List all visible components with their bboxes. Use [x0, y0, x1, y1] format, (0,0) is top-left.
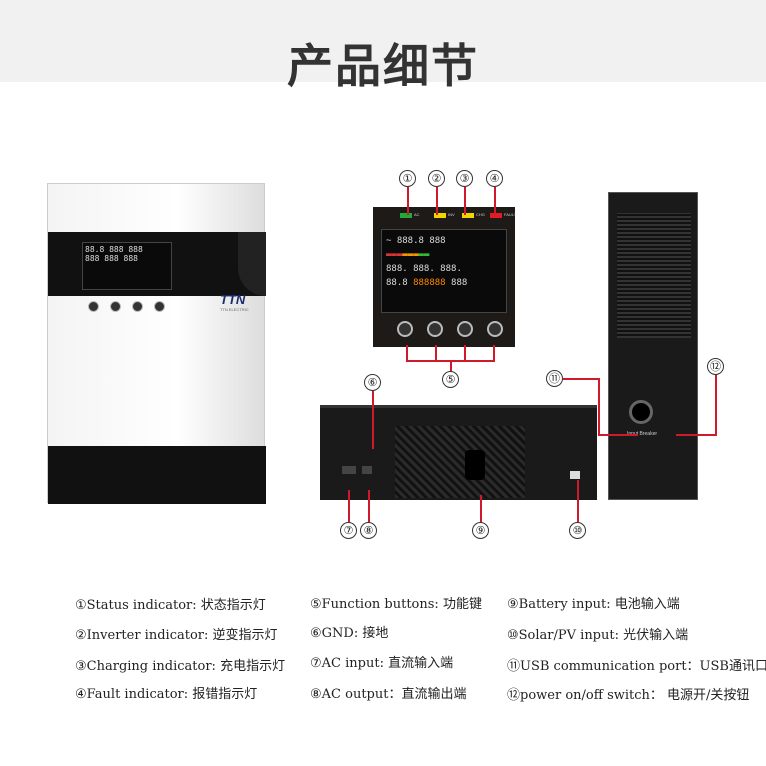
callout-6: ⑥: [364, 374, 381, 391]
callout-line: [563, 378, 599, 380]
callout-line: [480, 495, 482, 522]
callout-3: ③: [456, 170, 473, 187]
header-band: [0, 0, 766, 82]
legend-item: ⑩Solar/PV input: 光伏输入端: [507, 628, 689, 643]
callout-8: ⑧: [360, 522, 377, 539]
legend-item: ⑥GND: 接地: [310, 626, 389, 641]
callout-line: [715, 375, 717, 436]
lcd-display: ~ 888.8 888▬▬▬▬▬▬▬▬888. 888. 888.88.8 88…: [381, 229, 507, 313]
callout-line: [436, 187, 438, 215]
callout-line: [372, 391, 374, 449]
brand-logo: TTN: [220, 292, 246, 307]
callout-line: [598, 434, 638, 436]
breaker-knob: [629, 400, 653, 424]
callout-line: [368, 490, 370, 522]
indicator-ac: [400, 213, 412, 218]
callout-11: ⑪: [546, 370, 563, 387]
callout-7: ⑦: [340, 522, 357, 539]
callout-line: [450, 360, 452, 372]
legend-item: ⑦AC input: 直流输入端: [310, 656, 454, 671]
callout-line: [676, 434, 716, 436]
legend-item: ②Inverter indicator: 逆变指示灯: [75, 628, 278, 643]
callout-line: [598, 378, 600, 436]
legend-item: ⑫power on/off switch： 电源开/关按钮: [507, 688, 750, 703]
legend-item: ①Status indicator: 状态指示灯: [75, 598, 266, 613]
callout-1: ①: [399, 170, 416, 187]
callout-line: [464, 345, 466, 361]
callout-line: [406, 345, 408, 361]
callout-line: [348, 490, 350, 522]
callout-line: [464, 187, 466, 215]
up-button[interactable]: [427, 321, 443, 337]
indicator-chg: [462, 213, 474, 218]
power-button[interactable]: [397, 321, 413, 337]
brand-subtitle: TTN ELECTRIC: [220, 307, 249, 312]
callout-line: [577, 480, 579, 522]
legend-item: ③Charging indicator: 充电指示灯: [75, 659, 286, 674]
callout-2: ②: [428, 170, 445, 187]
front-panel-image: AC INV CHG FAULT ~ 888.8 888▬▬▬▬▬▬▬▬888.…: [373, 207, 516, 347]
indicator-inv: [434, 213, 446, 218]
callout-line: [493, 345, 495, 361]
page-title: 产品细节: [287, 39, 479, 93]
callout-9: ⑨: [472, 522, 489, 539]
side-panel-image: Input Breaker: [608, 192, 698, 500]
legend-item: ⑤Function buttons: 功能键: [310, 597, 482, 612]
callout-4: ④: [486, 170, 503, 187]
callout-5: ⑤: [442, 371, 459, 388]
bottom-panel-image: [320, 405, 597, 500]
callout-12: ⑫: [707, 358, 724, 375]
legend-item: ⑨Battery input: 电池输入端: [507, 597, 680, 612]
callout-line: [494, 187, 496, 215]
down-button[interactable]: [457, 321, 473, 337]
enter-button[interactable]: [487, 321, 503, 337]
legend-item: ⑪USB communication port：USB通讯口: [507, 659, 766, 674]
callout-10: ⑩: [569, 522, 586, 539]
legend-item: ⑧AC output：直流输出端: [310, 687, 467, 702]
indicator-fault: [490, 213, 502, 218]
legend-item: ④Fault indicator: 报错指示灯: [75, 687, 258, 702]
callout-line: [435, 345, 437, 361]
callout-line: [407, 187, 409, 215]
